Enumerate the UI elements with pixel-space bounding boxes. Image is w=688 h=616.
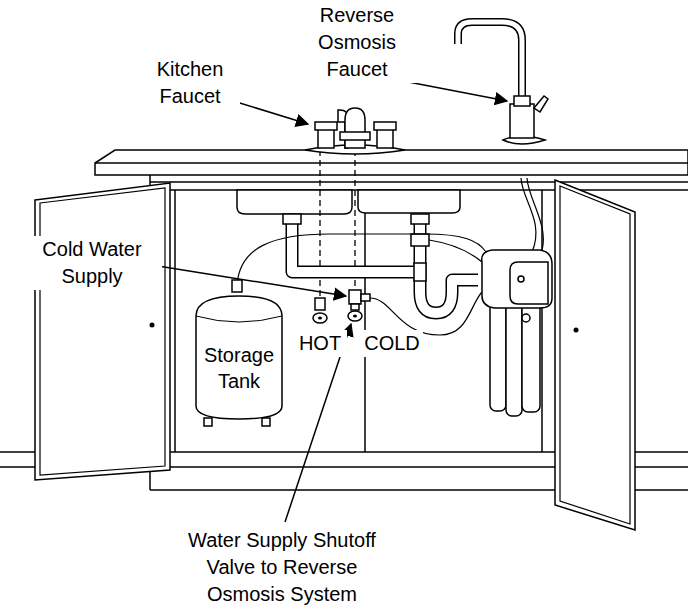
ro-filter-unit [482, 250, 552, 416]
callout-label: COLD [361, 330, 423, 357]
callout-label: Water Supply Shutoff Valve to Reverse Os… [170, 527, 394, 608]
callout-label: Kitchen Faucet [140, 56, 240, 110]
drain-pipes [283, 214, 478, 313]
storage-tank: Storage Tank [195, 294, 283, 420]
tank-label: Storage Tank [201, 342, 277, 394]
ro-faucet [458, 22, 548, 144]
callout-label: Cold Water Supply [22, 236, 162, 290]
callout-label: HOT [293, 330, 347, 357]
cabinet-doors [35, 180, 635, 530]
callout-label: Reverse Osmosis Faucet [297, 2, 417, 83]
kitchen-faucet [305, 108, 405, 154]
sink-basins [237, 190, 460, 214]
leader-arrows [158, 80, 507, 522]
